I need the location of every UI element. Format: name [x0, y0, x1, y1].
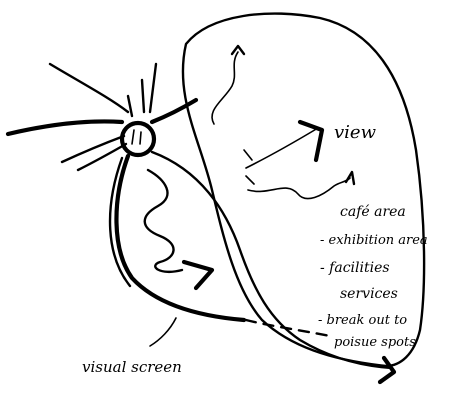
- upper-wander-path: [212, 52, 238, 124]
- snaking-path-arrowhead: [184, 262, 212, 288]
- view-ray: [50, 64, 128, 112]
- visual-screen-label: visual screen: [82, 358, 182, 376]
- viewpoint: [122, 123, 154, 155]
- viewpoint-mark: [132, 130, 134, 144]
- viewpoint-mark: [140, 132, 141, 144]
- cafe-squiggle: [248, 178, 350, 199]
- tick-mark: [246, 176, 254, 184]
- activity-line: - exhibition area: [320, 233, 428, 248]
- activity-line: services: [340, 286, 398, 302]
- exit-arrowhead: [380, 358, 394, 382]
- view-ray: [150, 64, 156, 112]
- view-line: [246, 128, 318, 168]
- snaking-path: [145, 170, 182, 272]
- activity-line: - break out to: [318, 313, 407, 328]
- view-ray: [62, 136, 124, 162]
- visual-screen-leader: [150, 318, 176, 346]
- view-ray: [142, 80, 144, 112]
- tick-mark: [244, 150, 252, 160]
- activity-line: - facilities: [320, 260, 390, 276]
- activity-list: café area - exhibition area - facilities…: [318, 204, 428, 350]
- viewpoint-circle: [122, 123, 154, 155]
- activity-line: café area: [340, 204, 406, 220]
- view-arrowhead: [300, 122, 322, 160]
- activity-line: poisue spots: [334, 335, 416, 350]
- view-ray: [8, 122, 122, 135]
- view-rays: [8, 64, 196, 170]
- view-label: view: [334, 122, 377, 143]
